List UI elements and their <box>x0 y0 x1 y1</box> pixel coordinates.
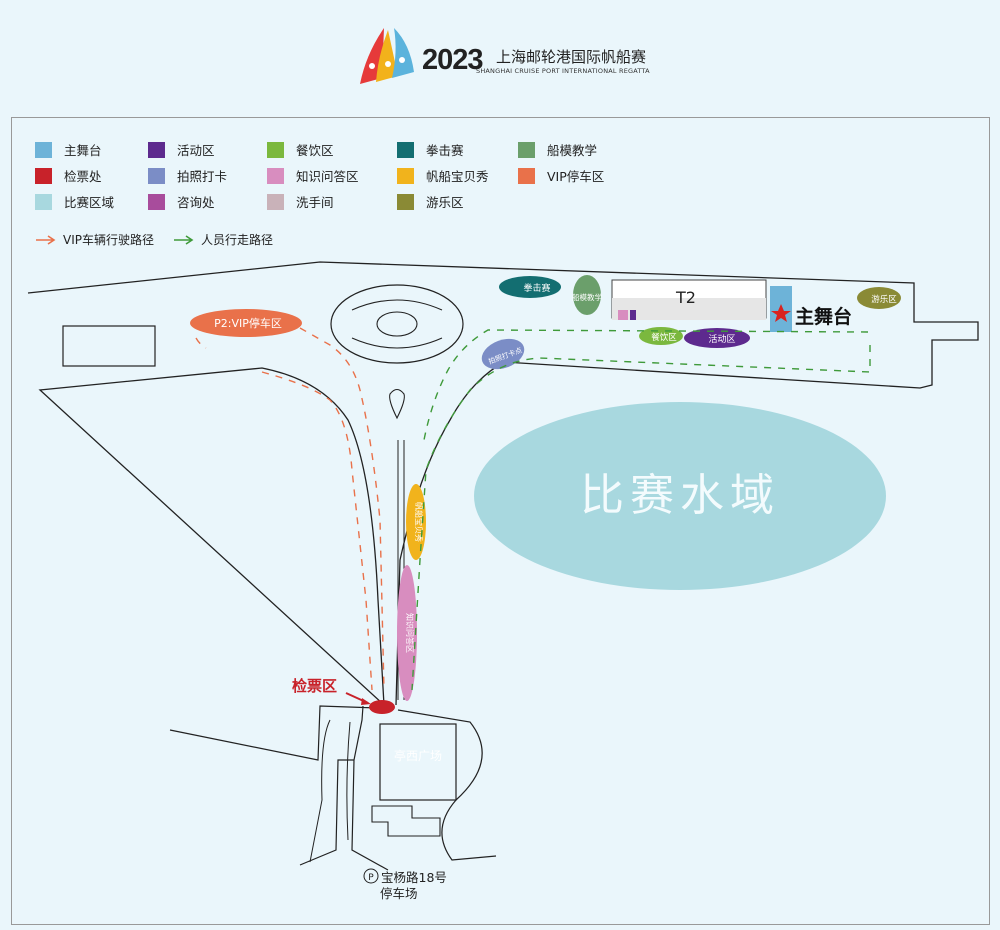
ticket-label: 检票区 <box>292 677 337 695</box>
legend-swatch <box>267 141 284 158</box>
legend-item: 游乐区 <box>397 192 464 211</box>
competition-water-area <box>474 402 886 590</box>
legend-item: 船模教学 <box>518 140 597 159</box>
parking-label: 停车场 <box>380 886 418 901</box>
legend-item: 活动区 <box>148 140 215 159</box>
event-year: 2023 <box>422 44 484 76</box>
legend-swatch <box>35 141 52 158</box>
legend-swatch <box>148 167 165 184</box>
legend-label: 游乐区 <box>426 195 464 210</box>
ship-model-zone <box>573 275 601 315</box>
quiz-label: 知识问答区 <box>405 613 415 653</box>
legend-item: 洗手间 <box>267 192 334 211</box>
legend-swatch <box>35 193 52 210</box>
amusement-label: 游乐区 <box>871 294 897 305</box>
legend-swatch <box>518 167 535 184</box>
vip-parking-label: P2:VIP停车区 <box>214 316 282 330</box>
main-stage-label: 主舞台 <box>795 305 852 328</box>
legend-swatch <box>148 193 165 210</box>
legend-swatch <box>397 141 414 158</box>
event-title: 上海邮轮港国际帆船赛 <box>496 48 647 66</box>
legend-item: 检票处 <box>35 166 102 185</box>
terminal-label: T2 <box>675 288 696 307</box>
dining-label: 餐饮区 <box>651 332 677 343</box>
sailboat-logo-icon <box>360 28 414 84</box>
vip-route-arrow-icon <box>36 234 56 245</box>
square-label: 亭西广场 <box>394 748 442 763</box>
legend-label: 活动区 <box>177 143 215 158</box>
legend-label: 拍照打卡 <box>177 169 228 184</box>
walk-route-key: 人员行走路径 <box>173 231 273 248</box>
roundabout <box>330 284 464 364</box>
legend-label: 拳击赛 <box>426 143 464 158</box>
legend-label: 帆船宝贝秀 <box>426 169 489 184</box>
dining-zone <box>639 327 683 345</box>
baby-show-label: 帆船宝贝秀 <box>414 502 424 542</box>
parking-icon <box>363 868 379 884</box>
event-subtitle: SHANGHAI CRUISE PORT INTERNATIONAL REGAT… <box>476 67 650 75</box>
building-block <box>62 325 156 367</box>
legend-label: 比赛区域 <box>64 195 115 210</box>
walk-route-arrow-icon <box>174 234 194 245</box>
legend-label: 咨询处 <box>177 195 215 210</box>
event-header: 2023 上海邮轮港国际帆船赛 SHANGHAI CRUISE PORT INT… <box>358 26 658 90</box>
photo-spot <box>481 338 525 370</box>
legend-swatch <box>397 193 414 210</box>
boxing-zone <box>499 276 561 298</box>
quiz-zone <box>397 565 417 701</box>
legend-label: 船模教学 <box>547 143 598 158</box>
water-label: 比赛水域 <box>580 470 780 521</box>
walk-route-path <box>411 345 871 691</box>
vip-route-label: VIP车辆行驶路径 <box>63 233 154 247</box>
svg-text:P: P <box>368 873 374 883</box>
legend-label: 知识问答区 <box>296 169 359 184</box>
legend-item: 知识问答区 <box>267 166 359 185</box>
activity-label: 活动区 <box>708 333 735 345</box>
legend-item: 咨询处 <box>148 192 215 211</box>
legend-item: 主舞台 <box>35 140 102 159</box>
ship-model-label: 船模教学 <box>572 292 602 302</box>
walk-route-label: 人员行走路径 <box>201 233 274 247</box>
legend-swatch <box>35 167 52 184</box>
legend-label: 主舞台 <box>64 143 102 158</box>
legend-item: 餐饮区 <box>267 140 334 159</box>
amusement-zone <box>857 287 901 309</box>
legend-swatch <box>397 167 414 184</box>
legend-item: 帆船宝贝秀 <box>397 166 489 185</box>
vip-route-key: VIP车辆行驶路径 <box>35 231 154 248</box>
legend-item: 拳击赛 <box>397 140 464 159</box>
ticket-check-point <box>369 700 395 714</box>
legend-label: 洗手间 <box>296 195 334 210</box>
parking-address: 宝杨路18号 <box>381 870 447 885</box>
star-icon <box>771 304 791 322</box>
square-building <box>379 723 457 801</box>
legend-item: VIP停车区 <box>518 166 604 185</box>
legend-label: 餐饮区 <box>296 143 334 158</box>
legend-swatch <box>518 141 535 158</box>
legend-item: 比赛区域 <box>35 192 114 211</box>
legend-swatch <box>148 141 165 158</box>
legend-swatch <box>267 193 284 210</box>
legend-swatch <box>267 167 284 184</box>
lower-road <box>169 705 497 871</box>
vip-route-path <box>195 327 385 691</box>
baby-show-zone <box>406 484 426 560</box>
boxing-label: 拳击赛 <box>523 282 550 294</box>
vip-parking-zone <box>190 309 302 337</box>
legend-item: 拍照打卡 <box>148 166 227 185</box>
legend-label: 检票处 <box>64 169 102 184</box>
legend-label: VIP停车区 <box>547 169 605 184</box>
activity-zone <box>684 328 750 348</box>
